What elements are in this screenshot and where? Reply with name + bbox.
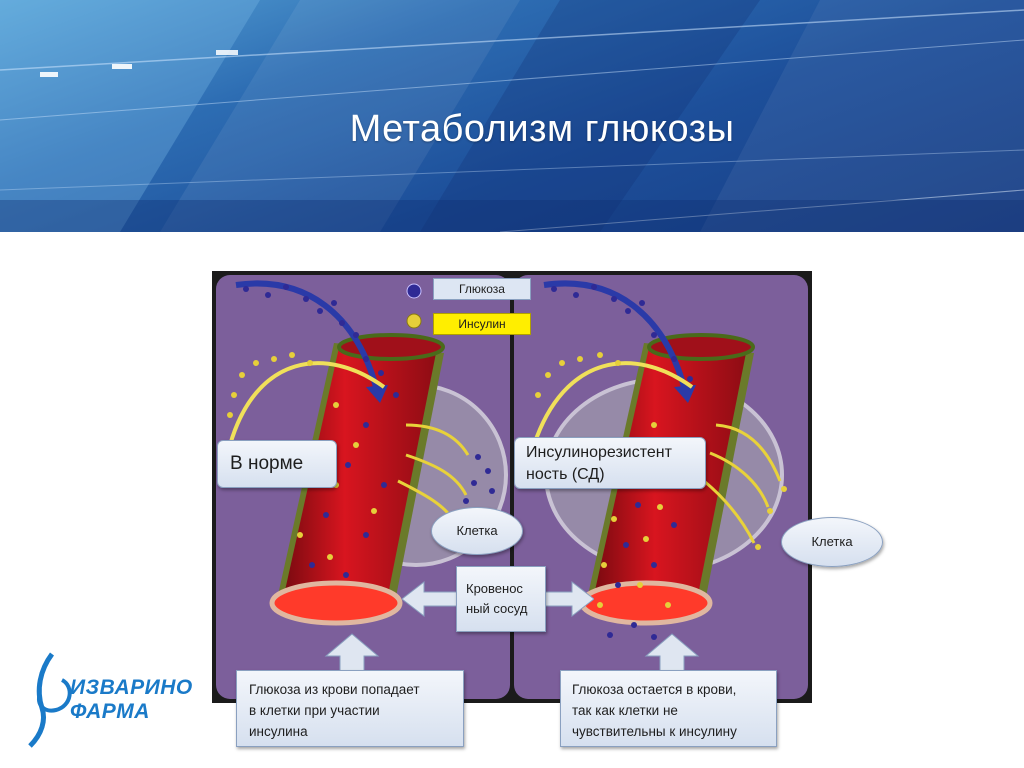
- panel-insulin-resistance: [514, 275, 808, 699]
- glucose-metabolism-figure: [212, 271, 812, 703]
- label-vessel: Кровенос ный сосуд: [456, 566, 546, 632]
- panel-divider: [510, 275, 514, 699]
- label-insulin-resistance-line2: ность (СД): [526, 466, 605, 483]
- label-cell-left: Клетка: [431, 507, 523, 555]
- slide-title: Метаболизм глюкозы: [349, 108, 735, 150]
- logo-line1: ИЗВАРИНО: [70, 676, 193, 699]
- label-cell-right: Клетка: [781, 517, 883, 567]
- logo-emblem-icon: [28, 652, 72, 748]
- caption-normal: Глюкоза из крови попадает в клетки при у…: [236, 670, 464, 747]
- glucose-legend-icon: [406, 283, 422, 299]
- caption-normal-line2: в клетки при участии: [249, 703, 380, 718]
- legend-insulin: Инсулин: [433, 313, 531, 335]
- caption-insulin-resistance: Глюкоза остается в крови, так как клетки…: [560, 670, 777, 747]
- label-vessel-line1: Кровенос: [466, 581, 523, 596]
- label-insulin-resistance-line1: Инсулинорезистент: [526, 444, 672, 461]
- blood-vessel: [269, 333, 445, 626]
- banner-decoration: [0, 0, 1024, 232]
- insulin-flow-arrow: [228, 361, 386, 446]
- up-arrow-right: [644, 633, 700, 674]
- insulin-flow-arrow: [532, 361, 694, 446]
- panel-normal: [216, 275, 510, 699]
- glucose-flow-arrow: [543, 280, 687, 388]
- caption-insulin-resistance-line1: Глюкоза остается в крови,: [572, 682, 737, 697]
- up-arrow-left: [324, 633, 380, 674]
- insulin-legend-icon: [406, 313, 422, 329]
- company-logo: ИЗВАРИНО ФАРМА: [22, 650, 192, 750]
- caption-insulin-resistance-line3: чувствительны к инсулину: [572, 724, 737, 739]
- caption-normal-line1: Глюкоза из крови попадает: [249, 682, 420, 697]
- caption-insulin-resistance-line2: так как клетки не: [572, 703, 678, 718]
- logo-line2: ФАРМА: [70, 700, 150, 723]
- label-normal: В норме: [217, 440, 337, 488]
- glucose-flow-arrow: [235, 280, 379, 388]
- label-vessel-line2: ный сосуд: [466, 601, 528, 616]
- caption-normal-line3: инсулина: [249, 724, 308, 739]
- legend-glucose: Глюкоза: [433, 278, 531, 300]
- header-banner: Метаболизм глюкозы: [0, 0, 1024, 232]
- label-insulin-resistance: Инсулинорезистент ность (СД): [514, 437, 706, 489]
